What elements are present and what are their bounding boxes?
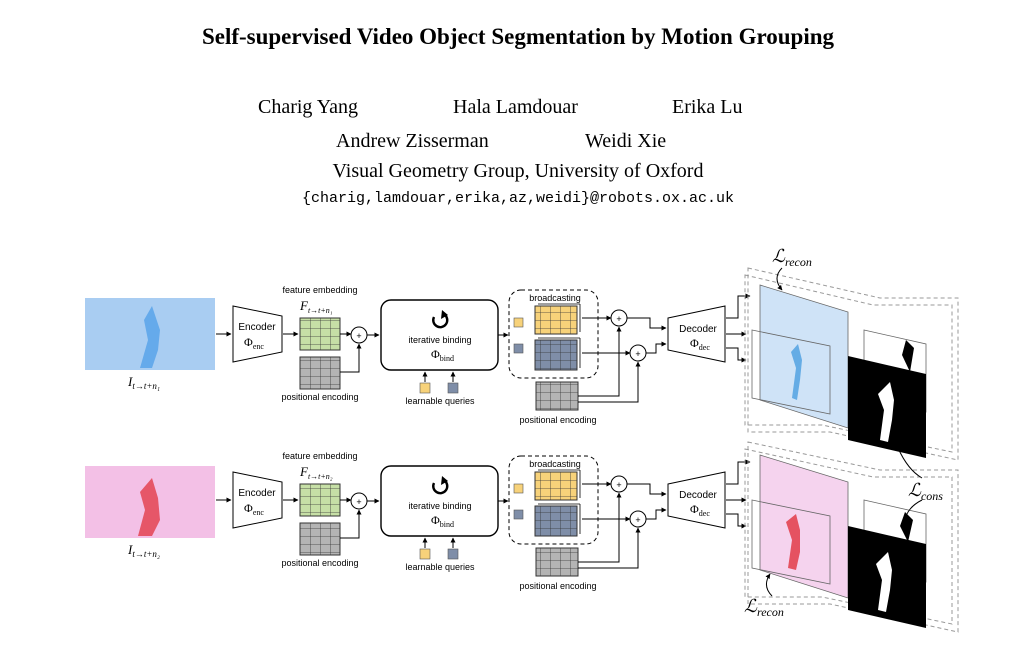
learnable-query-yellow-1	[419, 382, 431, 394]
consistency-loss: ℒcons	[897, 447, 943, 517]
loop-icon-2	[432, 480, 449, 495]
positional-encoding-label-2: positional encoding	[281, 558, 358, 568]
iterative-binding-label-1: iterative binding	[408, 335, 471, 345]
recon-loss-label-2: ℒrecon	[744, 596, 784, 619]
encoder-label-2: Encoder	[238, 488, 276, 499]
author-5: Weidi Xie	[585, 130, 667, 152]
reconstruction-plane-1	[759, 284, 849, 429]
decoder-block-1	[667, 305, 726, 363]
feature-symbol-2: Ft→t+n₂	[299, 464, 333, 481]
consistency-loss-label: ℒcons	[908, 480, 943, 503]
decoder-label-1: Decoder	[679, 324, 717, 335]
feature-embedding-label-1: feature embedding	[282, 285, 357, 295]
iterative-binding-label-2: iterative binding	[408, 501, 471, 511]
author-3: Erika Lu	[672, 96, 743, 118]
recon-loss-label-1: ℒrecon	[772, 246, 812, 269]
learnable-queries-label-1: learnable queries	[405, 396, 475, 406]
feature-symbol-1: Ft→t+n₁	[299, 298, 333, 315]
reconstruction-plane-2	[759, 454, 849, 599]
encoder-phi-1: Φenc	[244, 335, 264, 351]
learnable-query-blue-1	[447, 382, 459, 394]
positional-encoding-label-1: positional encoding	[281, 392, 358, 402]
positional-encoding-label-2b: positional encoding	[519, 581, 596, 591]
svg-text:+: +	[635, 349, 640, 359]
output-stack-outline-2	[747, 441, 959, 633]
svg-text:+: +	[616, 314, 621, 324]
output-stack-outline-1	[747, 267, 959, 461]
svg-text:+: +	[356, 331, 361, 341]
author-1: Charig Yang	[258, 96, 359, 118]
dancer-silhouette-1	[140, 306, 160, 368]
learnable-queries-label-2: learnable queries	[405, 562, 475, 572]
loop-icon-1	[432, 314, 449, 329]
pipeline-row-1: It→t+n₁ Encoder Φenc feature embedding F…	[85, 246, 959, 461]
affiliation: Visual Geometry Group, University of Oxf…	[332, 160, 704, 182]
svg-text:+: +	[356, 497, 361, 507]
binding-phi-1: Φbind	[431, 347, 454, 363]
encoder-block-2	[232, 471, 283, 529]
learnable-query-blue-2	[447, 548, 459, 560]
broadcasting-label-2: broadcasting	[529, 459, 581, 469]
svg-text:+: +	[616, 480, 621, 490]
author-emails: {charig,lamdouar,erika,az,weidi}@robots.…	[301, 190, 735, 207]
encoder-phi-2: Φenc	[244, 501, 264, 517]
learnable-query-yellow-2	[419, 548, 431, 560]
encoder-label-1: Encoder	[238, 322, 276, 333]
decoder-block-2	[667, 471, 726, 529]
input-label-2: It→t+n₂	[127, 542, 160, 559]
pipeline-row-2: It→t+n₂ Encoder Φenc feature embedding F…	[85, 441, 959, 633]
dancer-silhouette-2	[138, 478, 160, 536]
decoder-label-2: Decoder	[679, 490, 717, 501]
broadcasting-region-1	[508, 289, 599, 379]
paper-title: Self-supervised Video Object Segmentatio…	[201, 24, 835, 49]
decoder-phi-1: Φdec	[690, 336, 710, 352]
input-label-1: It→t+n₁	[127, 374, 160, 391]
broadcasting-label-1: broadcasting	[529, 293, 581, 303]
author-4: Andrew Zisserman	[336, 130, 489, 152]
binding-phi-2: Φbind	[431, 513, 454, 529]
author-2: Hala Lamdouar	[453, 96, 578, 118]
broadcasting-region-2	[508, 455, 599, 545]
positional-encoding-label-1b: positional encoding	[519, 415, 596, 425]
feature-embedding-label-2: feature embedding	[282, 451, 357, 461]
encoder-block-1	[232, 305, 283, 363]
svg-text:+: +	[635, 515, 640, 525]
decoder-phi-2: Φdec	[690, 502, 710, 518]
